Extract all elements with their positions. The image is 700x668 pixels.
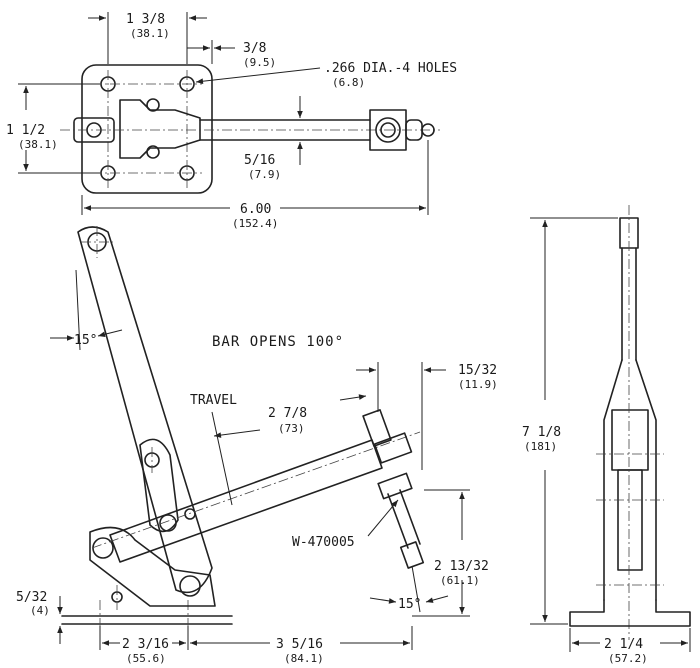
angle-bottom-label: 15° <box>398 597 421 612</box>
dim-hole-spacing: 1 3/8 <box>126 12 165 27</box>
dim-travel: 2 7/8 <box>268 406 307 421</box>
base-bracket <box>89 526 216 607</box>
link-plate <box>139 438 179 533</box>
dim-hole-spacing-mm: (38.1) <box>130 27 170 40</box>
dim-spindle-offset-mm: (11.9) <box>458 378 498 391</box>
dim-overall-length-mm: (152.4) <box>232 217 278 230</box>
bar-opens-label: BAR OPENS 100° <box>212 334 344 350</box>
dim-hole-offset-mm: (9.5) <box>243 56 276 69</box>
dim-mount-to-spindle: 3 5/16 <box>276 637 323 652</box>
linkage-body <box>119 99 201 159</box>
dim-base-height: 1 1/2 <box>6 123 45 138</box>
dim-pivot-to-mount-mm: (55.6) <box>126 652 166 665</box>
dim-base-thickness: 5/32 <box>16 590 47 605</box>
dim-bar-width: 5/16 <box>244 153 275 168</box>
dim-overall-height-mm: (181) <box>524 440 557 453</box>
travel-label: TRAVEL <box>190 393 237 408</box>
clamp-bar-side <box>109 439 383 563</box>
end-view: 7 1/8 (181) 2 1/4 (57.2) <box>522 205 691 665</box>
dim-mount-to-spindle-mm: (84.1) <box>284 652 324 665</box>
end-spindle-block <box>611 409 649 471</box>
handle-arm <box>77 226 213 594</box>
dim-spindle-height-mm: (61.1) <box>440 574 480 587</box>
dim-travel-mm: (73) <box>278 422 305 435</box>
holes-note-mm: (6.8) <box>332 76 365 89</box>
holes-note: .266 DIA.-4 HOLES <box>324 61 457 76</box>
dim-base-width-mm: (57.2) <box>608 652 648 665</box>
top-view: 1 3/8 (38.1) 3/8 (9.5) .266 DIA.-4 HOLES… <box>6 12 457 230</box>
dim-hole-offset: 3/8 <box>243 41 266 56</box>
dim-spindle-height: 2 13/32 <box>434 559 489 574</box>
dim-spindle-offset: 15/32 <box>458 363 497 378</box>
dim-base-width: 2 1/4 <box>604 637 643 652</box>
base-plate-outline <box>81 64 213 194</box>
dim-overall-length: 6.00 <box>240 202 271 217</box>
dim-base-height-mm: (38.1) <box>18 138 58 151</box>
dim-pivot-to-mount: 2 3/16 <box>122 637 169 652</box>
dim-base-thickness-mm: (4) <box>30 604 50 617</box>
spindle-assembly <box>362 409 425 569</box>
end-frame <box>603 359 657 601</box>
side-view: BAR OPENS 100° 15° TRAVEL 2 7/8 (73) 15/… <box>16 226 498 665</box>
angle-top-label: 15° <box>74 333 97 348</box>
dim-bar-width-mm: (7.9) <box>248 168 281 181</box>
dim-overall-height: 7 1/8 <box>522 425 561 440</box>
spindle-part-label: W-470005 <box>292 535 355 550</box>
hex-nut <box>375 117 401 143</box>
end-base <box>569 599 691 627</box>
